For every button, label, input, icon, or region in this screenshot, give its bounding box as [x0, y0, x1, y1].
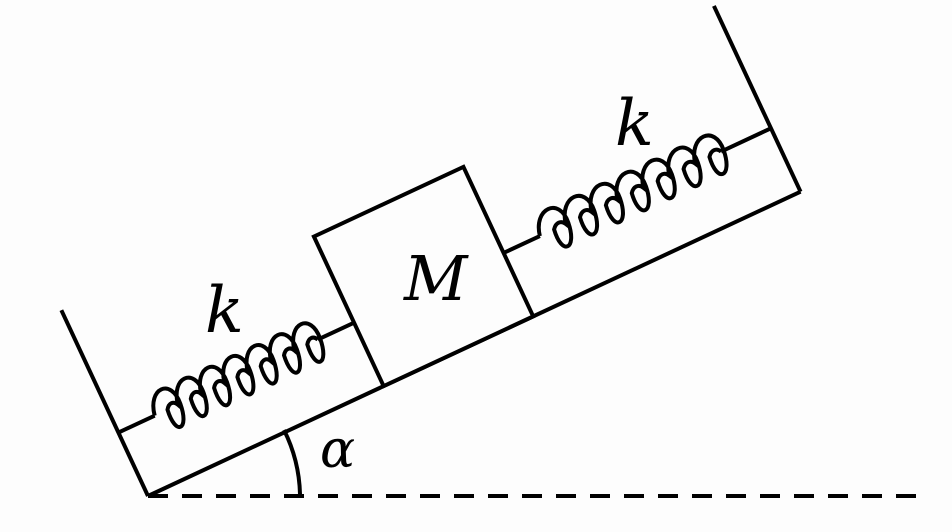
right-spring [502, 126, 772, 255]
angle-label: α [320, 420, 355, 480]
left-wall [59, 309, 150, 497]
spring-right-label: k [615, 87, 654, 161]
right-wall [712, 5, 803, 193]
block-label: M [403, 242, 469, 315]
spring-left-label: k [205, 274, 244, 348]
left-spring [117, 320, 355, 435]
incline-apparatus [59, 5, 803, 498]
angle-arc [282, 429, 302, 495]
mass-block [311, 164, 536, 389]
